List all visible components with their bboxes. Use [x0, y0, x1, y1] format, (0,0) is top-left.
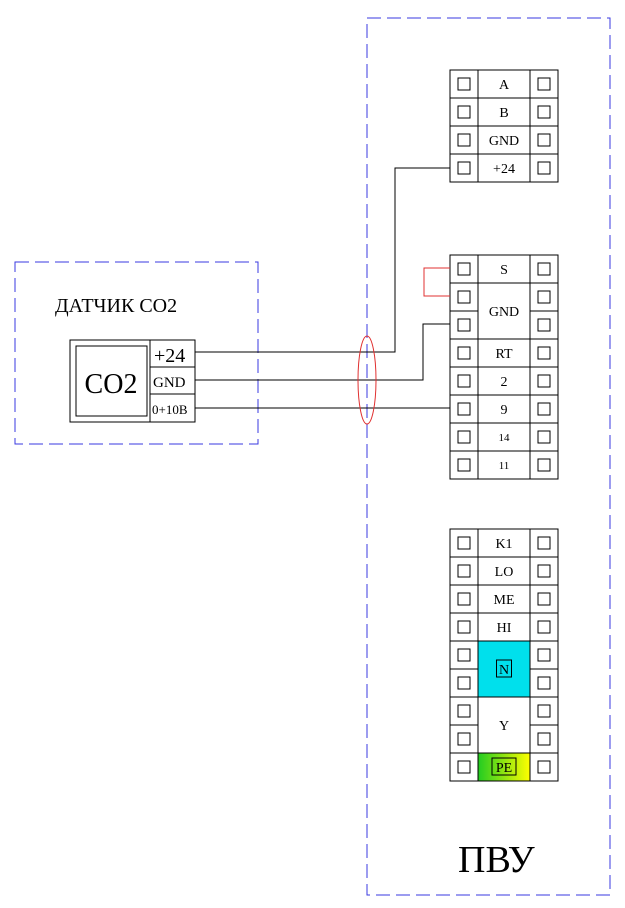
- terminal-square-icon: [457, 77, 471, 91]
- cable-bundle-marker: [357, 335, 377, 425]
- sensor-terminal-24v: +24: [154, 345, 185, 367]
- terminal-label-pe: PE: [496, 761, 512, 776]
- terminal-label-me: ME: [494, 593, 515, 608]
- terminal-square-icon: [457, 648, 471, 662]
- terminal-square-icon: [457, 346, 471, 360]
- terminal-square-icon: [537, 105, 551, 119]
- co2-sensor: CO2 +24 GND 0+10В: [69, 339, 196, 423]
- terminal-label-rt: RT: [495, 347, 512, 362]
- terminal-square-icon: [537, 77, 551, 91]
- terminal-square-icon: [537, 620, 551, 634]
- terminal-square-icon: [537, 648, 551, 662]
- terminal-block-bus: AB GND +24: [449, 69, 559, 183]
- terminal-square-icon: [537, 592, 551, 606]
- terminal-square-icon: [537, 564, 551, 578]
- terminal-label-2: 2: [501, 375, 508, 390]
- wire-24v: [195, 167, 450, 353]
- terminal-label-n: N: [499, 663, 509, 678]
- pvu-boundary: [366, 17, 611, 896]
- terminal-square-icon: [537, 290, 551, 304]
- terminal-square-icon: [457, 760, 471, 774]
- wires: [195, 167, 450, 409]
- terminal-square-icon: [537, 704, 551, 718]
- label-box: [491, 757, 517, 776]
- terminal-square-icon: [537, 133, 551, 147]
- terminal-square-icon: [457, 262, 471, 276]
- terminal-square-icon: [537, 536, 551, 550]
- terminal-square-icon: [457, 676, 471, 690]
- terminal-square-icon: [457, 536, 471, 550]
- terminal-label-gnd: GND: [489, 134, 519, 149]
- terminal-square-icon: [457, 620, 471, 634]
- pvu-title: ПВУ: [458, 839, 535, 881]
- terminal-label-k1: K1: [495, 537, 512, 552]
- terminal-label-a: A: [499, 78, 510, 93]
- terminal-square-icon: [457, 133, 471, 147]
- block-frame: [449, 528, 559, 782]
- terminal-square-icon: [457, 290, 471, 304]
- terminal-square-icon: [457, 732, 471, 746]
- terminal-label-b: B: [499, 106, 508, 121]
- terminal-square-icon: [537, 318, 551, 332]
- sensor-terminal-gnd: GND: [153, 375, 186, 391]
- sensor-label: CO2: [85, 369, 138, 400]
- terminal-square-icon: [457, 564, 471, 578]
- terminal-square-icon: [457, 105, 471, 119]
- terminal-block-control: S GND RT 2 9 14 11: [449, 254, 559, 480]
- terminal-square-icon: [457, 704, 471, 718]
- terminal-square-icon: [457, 592, 471, 606]
- terminal-square-icon: [537, 262, 551, 276]
- wire-gnd: [195, 323, 450, 381]
- sensor-boundary: [14, 261, 259, 445]
- terminal-label-s: S: [500, 263, 508, 278]
- cell-fill: [478, 641, 530, 697]
- terminal-square-icon: [537, 346, 551, 360]
- terminal-square-icon: [537, 430, 551, 444]
- terminal-square-icon: [537, 676, 551, 690]
- terminal-label-+24: +24: [493, 162, 515, 177]
- jumper-s-gnd: [423, 267, 450, 297]
- terminal-square-icon: [537, 760, 551, 774]
- terminal-label-gnd: GND: [489, 305, 519, 320]
- terminal-square-icon: [537, 732, 551, 746]
- terminal-square-icon: [457, 374, 471, 388]
- terminal-square-icon: [537, 458, 551, 472]
- sensor-title: ДАТЧИК CO2: [55, 295, 177, 317]
- sensor-label-box: [75, 345, 148, 417]
- terminal-label-9: 9: [501, 403, 508, 418]
- terminal-square-icon: [457, 430, 471, 444]
- sensor-terminal-signal: 0+10В: [152, 402, 188, 417]
- terminal-square-icon: [457, 161, 471, 175]
- terminal-square-icon: [537, 374, 551, 388]
- terminal-label-lo: LO: [495, 565, 514, 580]
- label-box: [496, 659, 512, 678]
- terminal-square-icon: [457, 402, 471, 416]
- terminal-square-icon: [457, 458, 471, 472]
- terminal-square-icon: [457, 318, 471, 332]
- terminal-label-11: 11: [499, 460, 510, 472]
- terminal-label-14: 14: [499, 432, 511, 444]
- terminal-square-icon: [537, 402, 551, 416]
- terminal-label-hi: HI: [497, 621, 512, 636]
- terminal-square-icon: [537, 161, 551, 175]
- terminal-label-y: Y: [499, 719, 509, 734]
